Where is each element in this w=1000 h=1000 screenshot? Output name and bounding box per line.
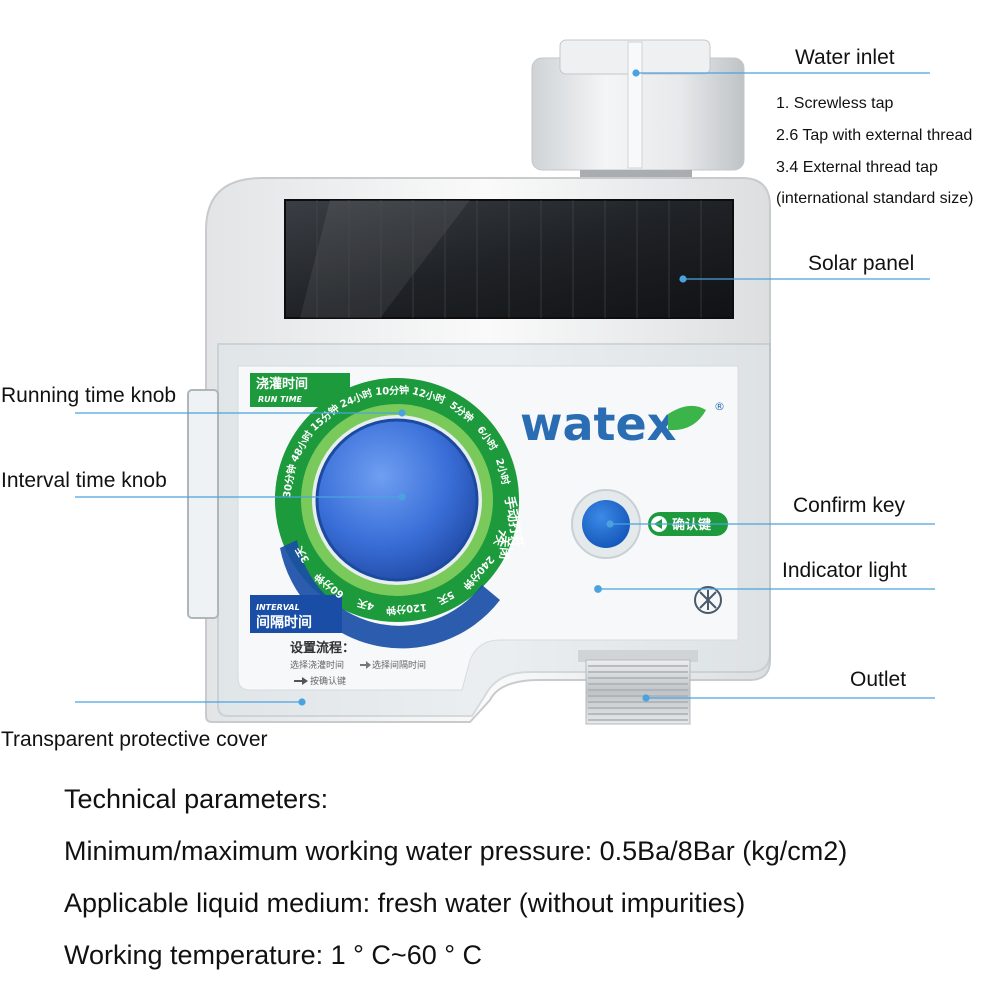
solar-panel-label: Solar panel xyxy=(808,252,915,275)
inlet-option-1: 1. Screwless tap xyxy=(776,95,894,112)
close-label: 关闭 xyxy=(497,535,514,560)
outlet-label: Outlet xyxy=(850,668,907,691)
setup-title: 设置流程： xyxy=(290,640,355,656)
inlet-option-3: 3.4 External thread tap xyxy=(776,159,938,176)
run-time-label-4: 10分钟 xyxy=(375,383,409,397)
confirm-key-callout-label: Confirm key xyxy=(793,494,906,517)
running-time-knob-label: Running time knob xyxy=(1,384,177,407)
interval-time-label-0: 7天 xyxy=(491,527,508,548)
run-time-title-en: RUN TIME xyxy=(258,395,303,404)
tech-pressure: Minimum/maximum working water pressure: … xyxy=(64,836,848,866)
brand-registered: ® xyxy=(714,400,725,413)
dial-assembly xyxy=(250,373,519,649)
cover-hinge xyxy=(187,389,219,619)
timer-device-illustration: 浇灌时间 RUN TIME INTERVAL 间隔时间 30分钟48小时15分钟… xyxy=(75,39,935,725)
water-inlet-cap xyxy=(531,39,745,188)
setup-step-2: 选择间隔时间 xyxy=(372,659,426,671)
tech-temperature: Working temperature: 1 ° C~60 ° C xyxy=(64,940,483,970)
setup-arrow-icon-2 xyxy=(360,661,371,669)
interval-title-en: INTERVAL xyxy=(256,603,300,612)
inlet-option-2: 2.6 Tap with external thread xyxy=(776,127,973,144)
setup-step-3: 按确认键 xyxy=(310,675,346,687)
callout-lines xyxy=(75,69,935,706)
dial-knob[interactable] xyxy=(317,420,477,580)
interval-time-label-4: 4天 xyxy=(355,596,376,613)
run-time-title-cn: 浇灌时间 xyxy=(256,376,308,392)
outlet-fitting xyxy=(578,650,698,725)
water-inlet-label: Water inlet xyxy=(795,46,895,69)
interval-time-knob-label: Interval time knob xyxy=(1,469,167,492)
tech-heading: Technical parameters: xyxy=(64,784,329,814)
setup-arrow-icon xyxy=(294,677,308,685)
confirm-key-label: 确认键 xyxy=(672,517,711,533)
transparent-cover-label: Transparent protective cover xyxy=(1,728,268,751)
brand-leaf-icon xyxy=(668,405,706,431)
interval-title-cn: 间隔时间 xyxy=(256,614,312,631)
inlet-option-4: (international standard size) xyxy=(776,190,974,207)
interval-time-label-3: 120分钟 xyxy=(386,601,428,618)
indicator-light-label: Indicator light xyxy=(782,559,907,582)
brand-logo: watex xyxy=(520,397,676,451)
tech-medium: Applicable liquid medium: fresh water (w… xyxy=(64,888,746,918)
snowflake-icon xyxy=(694,586,722,614)
confirm-key-button[interactable] xyxy=(582,500,630,548)
setup-step-1: 选择浇灌时间 xyxy=(290,659,344,671)
